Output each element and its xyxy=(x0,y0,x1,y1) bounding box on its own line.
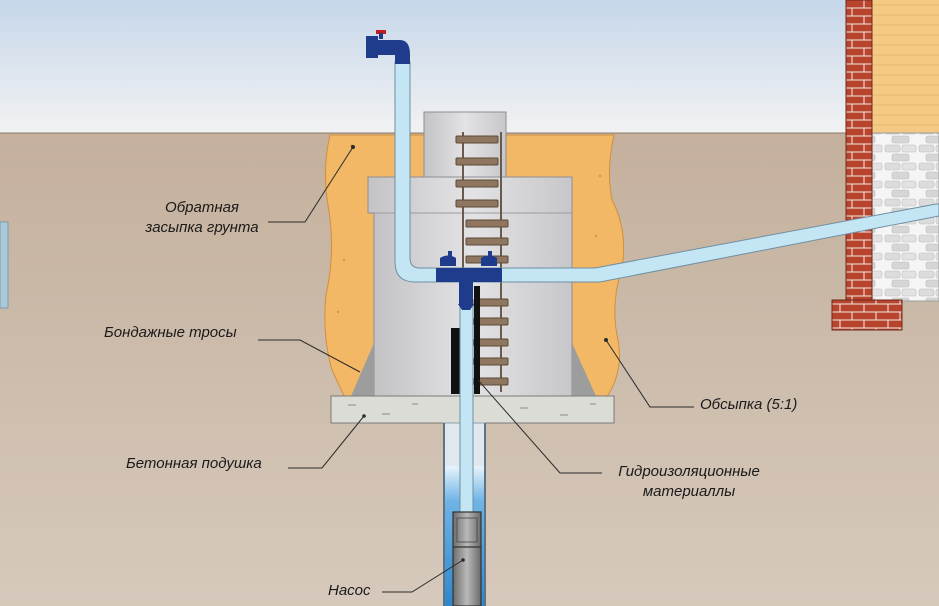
leader-lines xyxy=(258,146,694,593)
manifold-tee xyxy=(436,268,502,282)
label-bandage-cables: Бондажные тросы xyxy=(104,324,237,341)
leader-dots xyxy=(351,145,608,562)
leader-sprinkle xyxy=(605,339,694,408)
well-neck xyxy=(423,111,507,179)
leader-concrete-pad xyxy=(288,415,365,469)
label-waterproofing-line1: Гидроизоляционные xyxy=(618,463,760,480)
left-edge-element xyxy=(0,221,9,309)
label-backfill: Обратная засыпка грунта xyxy=(128,198,276,238)
tap-pipe-top-bend xyxy=(375,40,410,64)
pump-riser-pipe xyxy=(459,305,474,517)
manifold-valve-left xyxy=(440,255,456,266)
brick-footing xyxy=(831,299,903,331)
label-backfill-line2: засыпка грунта xyxy=(145,219,259,236)
label-waterproofing-line2: материаллы xyxy=(642,483,736,500)
waterproofing-block-right xyxy=(474,286,480,394)
label-waterproofing: Гидроизоляционные материаллы xyxy=(603,462,775,502)
bandage-wedge-left xyxy=(351,343,374,396)
label-concrete-pad: Бетонная подушка xyxy=(126,455,262,472)
label-sprinkle: Обсыпка (5:1) xyxy=(700,396,798,413)
leader-backfill xyxy=(268,146,354,223)
pump-body xyxy=(452,511,482,606)
brick-column xyxy=(845,0,873,301)
label-pump: Насос xyxy=(328,582,371,599)
waterproofing-block-left xyxy=(451,328,461,394)
label-backfill-line1: Обратная xyxy=(165,199,239,216)
outlet-pipe-to-house xyxy=(499,203,939,283)
leader-bandage xyxy=(258,339,361,373)
tap-valve xyxy=(366,36,378,58)
manifold-valve-right xyxy=(481,255,497,266)
concrete-pad-texture xyxy=(348,403,596,416)
leader-waterproofing xyxy=(477,379,602,474)
house-wall xyxy=(872,0,939,133)
leader-pump xyxy=(382,559,464,593)
bandage-wedge-right xyxy=(572,343,596,396)
